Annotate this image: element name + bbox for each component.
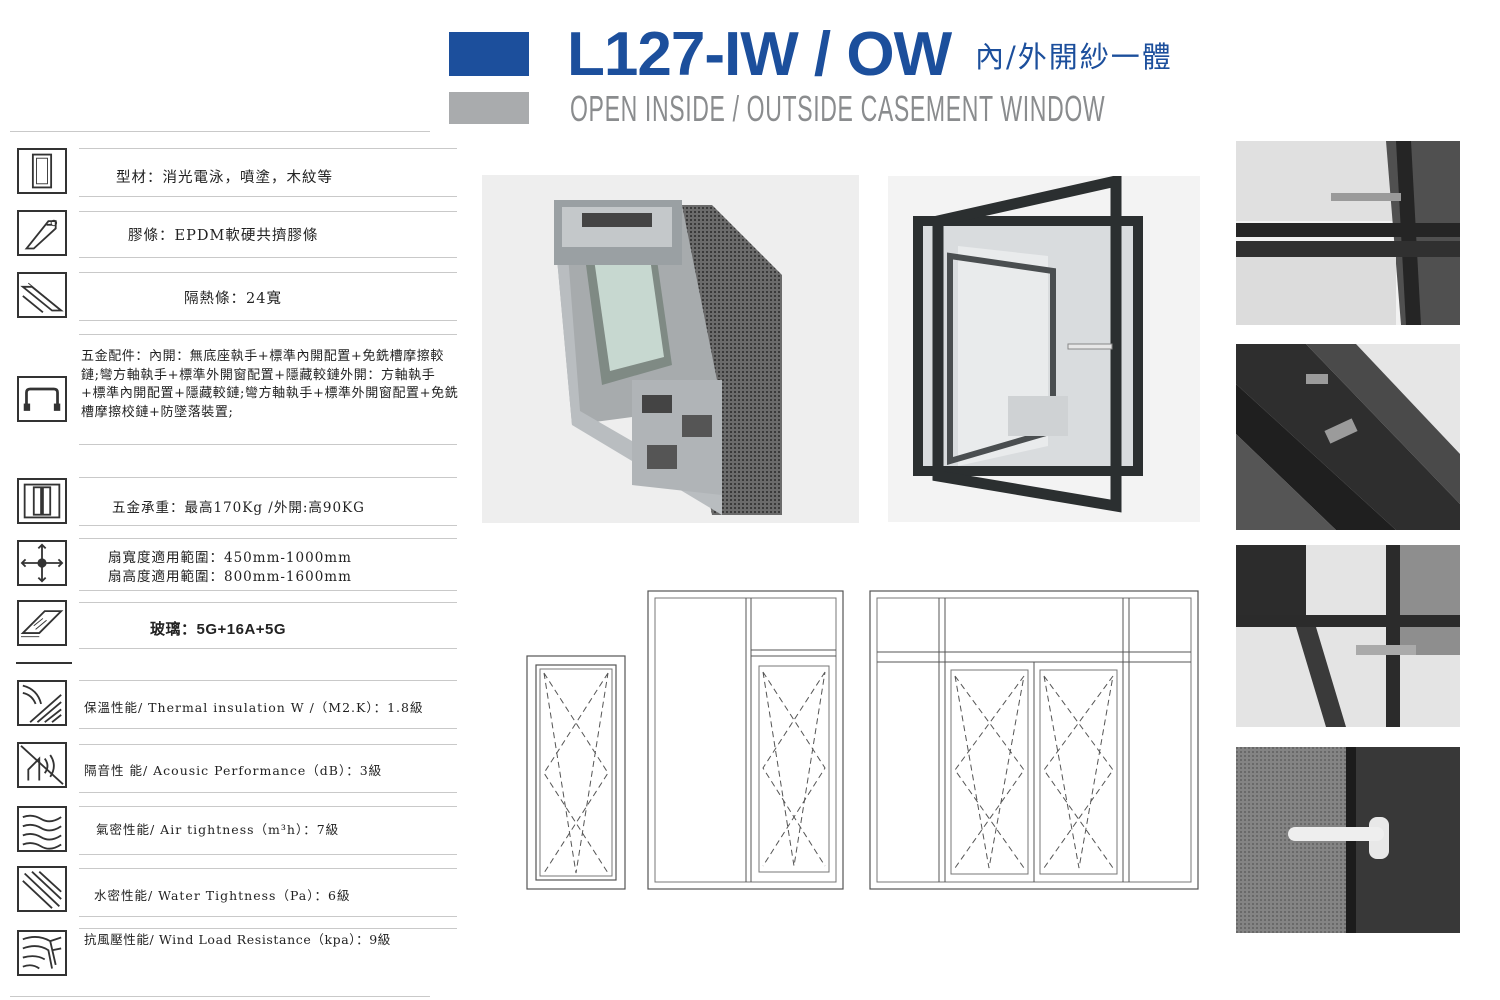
- thermal-strip-icon: [17, 272, 67, 318]
- corner-detail-photo-2: [1236, 344, 1460, 530]
- profile-icon: [17, 148, 67, 194]
- divider: [79, 602, 457, 603]
- header-gray-bar: [449, 92, 529, 124]
- divider: [79, 590, 457, 591]
- divider: [79, 868, 457, 869]
- divider: [79, 257, 457, 258]
- spec-hardware-load: 五金承重：最高170Kg /外開:高90KG: [112, 500, 365, 516]
- corner-detail-photo-1: [1236, 141, 1460, 325]
- spec-profile: 型材：消光電泳，噴塗，木紋等: [116, 170, 333, 186]
- divider: [79, 916, 457, 917]
- spec-water-tightness: 水密性能/ Water Tightness（Pa）：6級: [94, 888, 351, 903]
- divider: [79, 211, 457, 212]
- divider: [79, 648, 457, 649]
- spec-sash-height: 扇高度適用範圍：800mm-1600mm: [108, 569, 352, 585]
- water-icon: [17, 866, 67, 912]
- single-casement-drawing: [526, 655, 626, 890]
- divider: [79, 806, 457, 807]
- spec-wind-load: 抗風壓性能/ Wind Load Resistance（kpa）：9級: [84, 932, 391, 947]
- divider: [10, 131, 430, 132]
- divider: [79, 525, 457, 526]
- divider: [79, 444, 457, 445]
- divider: [79, 272, 457, 273]
- divider: [79, 538, 457, 539]
- spec-thermal-insulation: 保溫性能/ Thermal insulation W /（M2.K）：1.8級: [84, 700, 424, 715]
- divider: [79, 792, 457, 793]
- acoustic-icon: [17, 742, 67, 788]
- corner-detail-photo-3: [1236, 545, 1460, 727]
- spec-sash-width: 扇寬度適用範圍：450mm-1000mm: [108, 550, 352, 566]
- spec-thermal-strip: 隔熱條：24寬: [184, 291, 282, 307]
- spec-gasket: 膠條：EPDM軟硬共擠膠條: [128, 228, 319, 244]
- handle-detail-photo: [1236, 747, 1460, 933]
- spec-air-tightness: 氣密性能/ Air tightness（m³h）：7級: [96, 822, 340, 837]
- gasket-icon: [17, 210, 67, 256]
- divider: [79, 680, 457, 681]
- spec-hardware: 五金配件：內開：無底座執手+標準內開配置+免銑槽摩擦較鏈;彎方軸執手+標準外開窗…: [81, 349, 459, 420]
- divider: [10, 996, 430, 997]
- divider: [79, 928, 457, 929]
- fixed-and-casement-drawing: [647, 590, 844, 890]
- wind-icon: [17, 930, 67, 976]
- divider: [79, 477, 457, 478]
- hinge-icon: [17, 478, 67, 524]
- header-blue-bar: [449, 32, 529, 76]
- glass-icon: [17, 600, 67, 646]
- spec-acoustic: 隔音性 能/ Acousic Performance（dB）：3級: [84, 763, 383, 778]
- divider: [79, 744, 457, 745]
- profile-cross-section-photo: [482, 175, 859, 523]
- divider: [79, 148, 457, 149]
- divider: [79, 854, 457, 855]
- divider: [79, 196, 457, 197]
- thermal-icon: [17, 680, 67, 726]
- divider: [16, 662, 72, 664]
- handle-icon: [17, 376, 67, 422]
- air-icon: [17, 806, 67, 852]
- model-title: L127-IW / OW: [567, 20, 952, 89]
- divider: [79, 320, 457, 321]
- divider: [79, 334, 457, 335]
- double-casement-drawing: [869, 590, 1199, 890]
- open-window-photo: [888, 176, 1200, 522]
- spec-glass: 玻璃：5G+16A+5G: [150, 621, 287, 638]
- model-title-cn: 內/外開紗一體: [975, 40, 1173, 74]
- dimension-icon: [17, 540, 67, 586]
- product-subtitle: OPEN INSIDE / OUTSIDE CASEMENT WINDOW: [570, 88, 1106, 129]
- divider: [79, 728, 457, 729]
